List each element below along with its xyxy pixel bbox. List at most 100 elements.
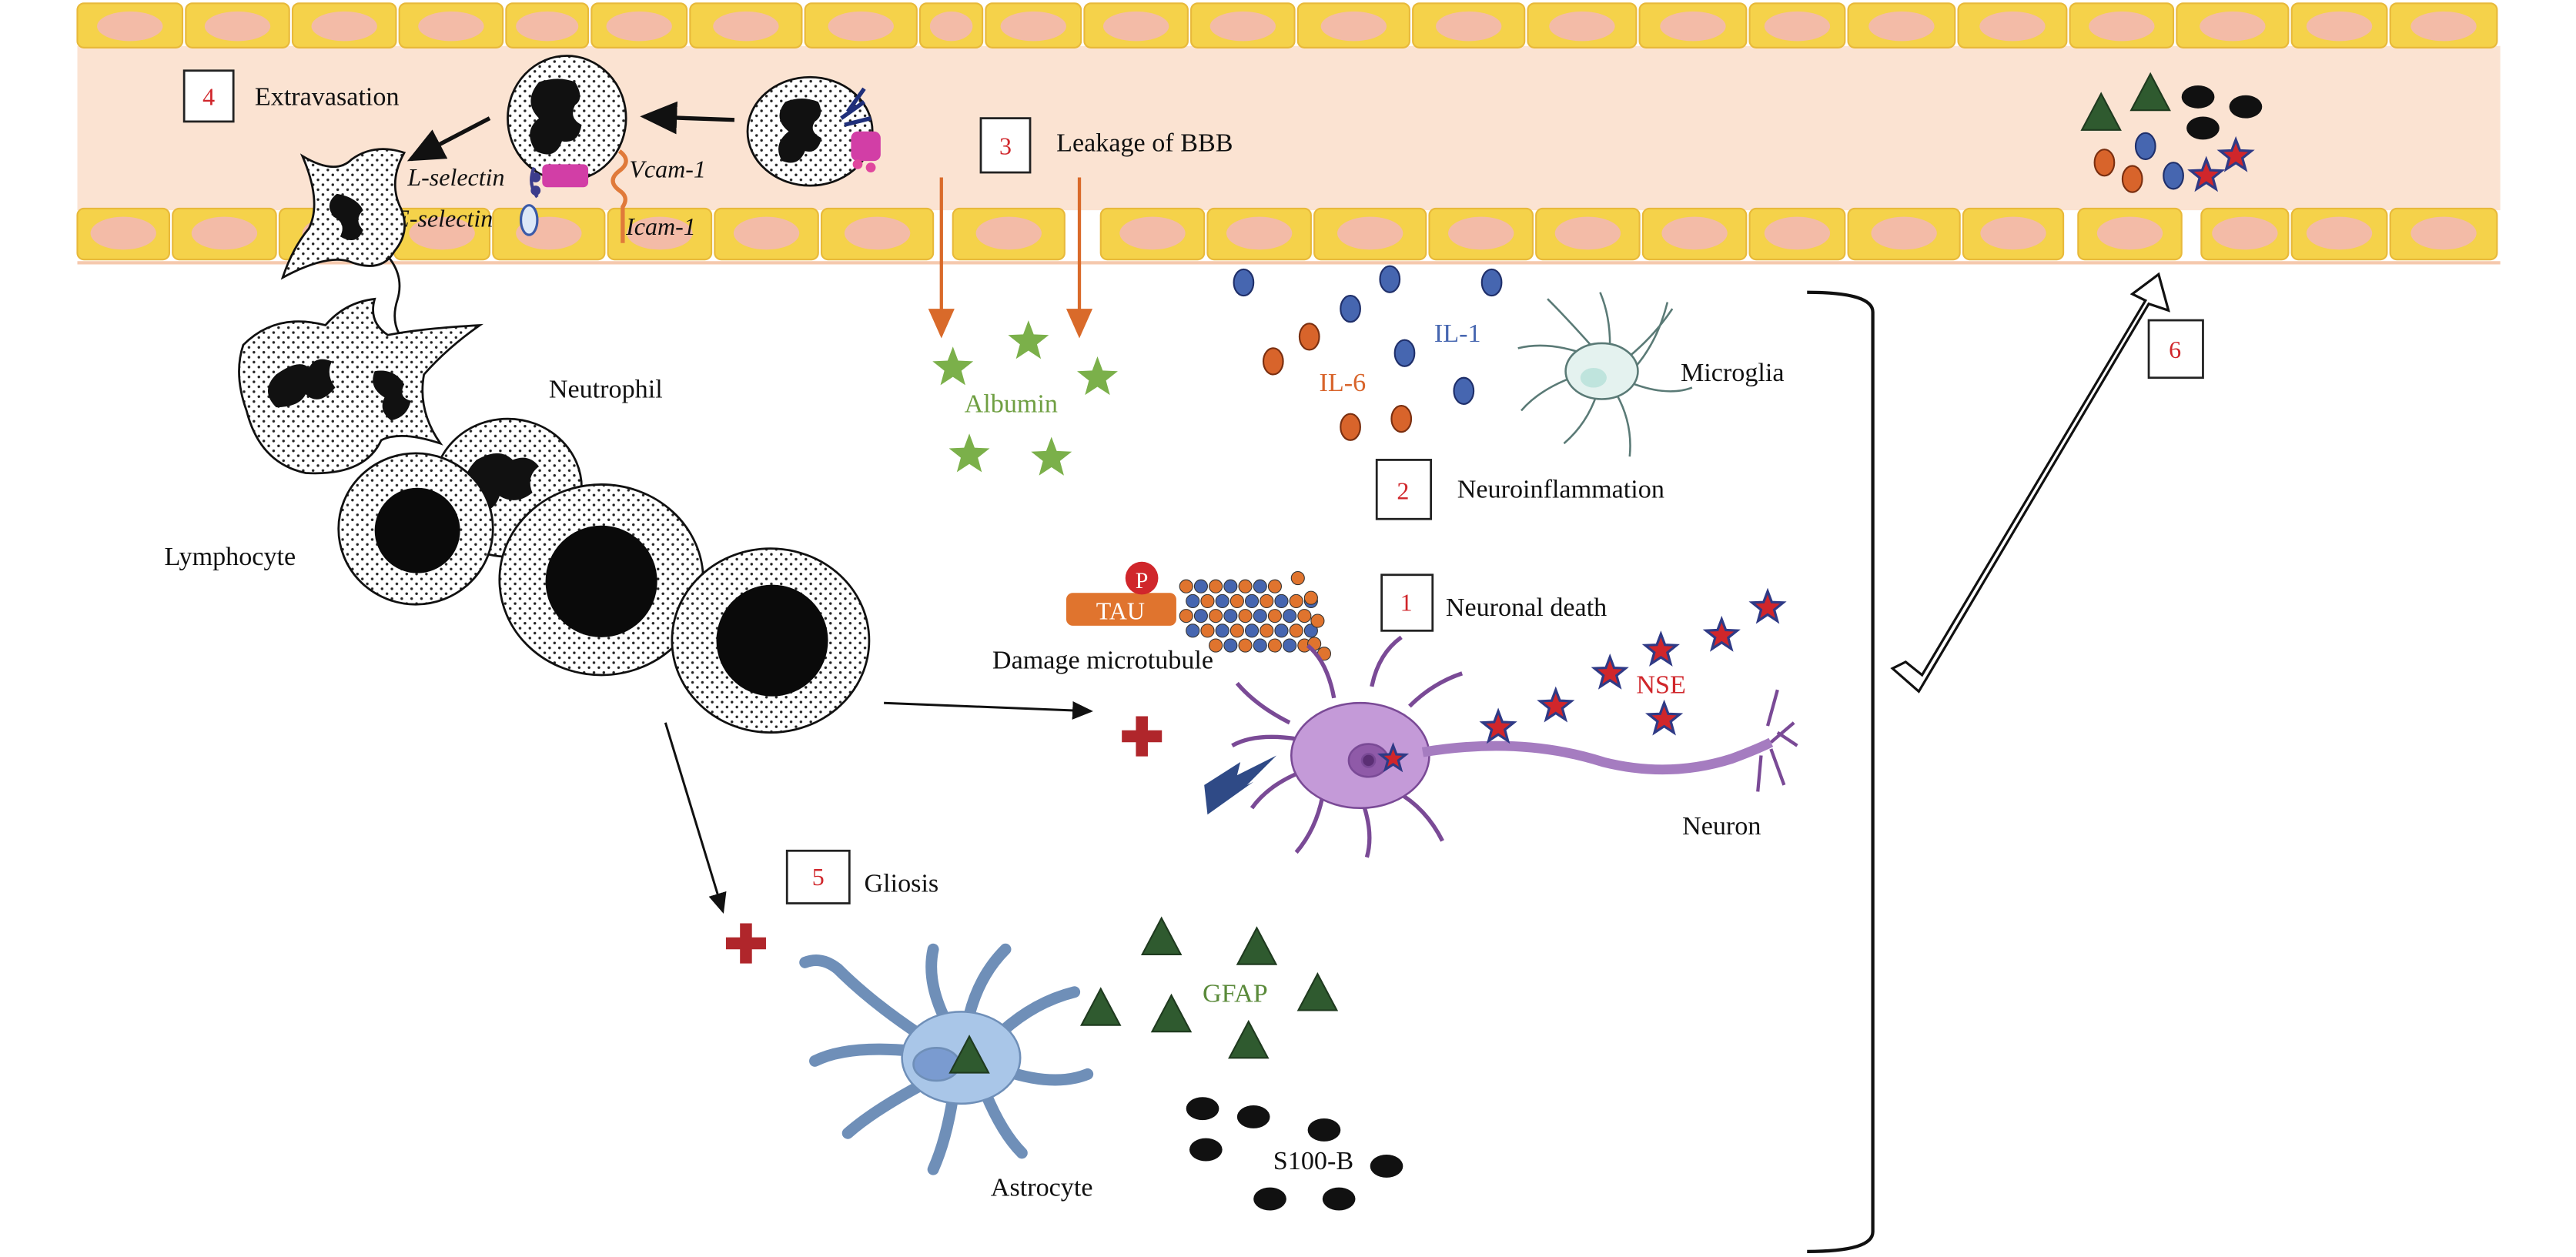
gfap-triangle (2080, 92, 2122, 131)
nse-star (1377, 742, 1410, 773)
step-6-number: 6 (2169, 336, 2181, 363)
microtubule-subunit (1209, 638, 1223, 653)
s100b-dot (2229, 95, 2263, 119)
s100b-dot (1189, 1138, 1223, 1162)
microtubule-subunit (1253, 638, 1267, 653)
il1-dot (1393, 339, 1416, 367)
nse-star (1702, 615, 1741, 652)
endothelial-nucleus (1436, 11, 1502, 42)
s100b-dot (2186, 116, 2220, 140)
endothelial-nucleus (409, 216, 475, 250)
nse-stars (1377, 587, 1787, 773)
il6-dot (1262, 347, 1284, 376)
step-2: 2 Neuroinflammation (1375, 459, 1664, 520)
microtubule-subunit (1215, 623, 1229, 638)
step-5: 5 Gliosis (785, 849, 938, 904)
endothelial-nucleus (204, 11, 271, 42)
microtubule-subunit (1260, 593, 1274, 608)
s100b-dot (1186, 1097, 1219, 1121)
nse-star (1479, 707, 1517, 744)
endothelial-nucleus (627, 216, 693, 250)
step-4-label: Extravasation (255, 83, 400, 112)
endothelial-nucleus (1549, 11, 1615, 42)
endothelial-nucleus (90, 216, 156, 250)
albumin-label: Albumin (965, 390, 1058, 419)
gfap-triangle (1236, 926, 1278, 965)
plus-icon-neuron: ✚ (1120, 708, 1164, 767)
endothelial-nucleus (2200, 11, 2266, 42)
endothelial-nucleus (844, 216, 911, 250)
il1-dot (1453, 376, 1475, 405)
microtubule-subunit (1297, 609, 1312, 623)
microtubule-subunit (1223, 609, 1238, 623)
damaged-microtubule (1179, 570, 1332, 661)
astrocyte-cell (799, 943, 1094, 1175)
microtubule-subunit (1193, 579, 1208, 593)
nse-star (1537, 686, 1575, 723)
cytokines (1233, 265, 1503, 441)
neuron-label: Neuron (1682, 812, 1761, 841)
endothelial-nucleus (1000, 11, 1066, 42)
nse-star (1645, 699, 1684, 736)
il1-dot (1233, 268, 1255, 297)
step-1: 1 Neuronal death (1380, 573, 1607, 632)
lightning-icon (1204, 755, 1277, 815)
microtubule-subunit (1274, 623, 1289, 638)
step-2-number: 2 (1397, 477, 1409, 505)
nse-star (1591, 653, 1629, 690)
step-5-box (785, 849, 851, 904)
microtubule-subunit (1303, 623, 1318, 638)
hook-arrow-to-blood (1890, 272, 2170, 694)
endothelial-nucleus (1102, 11, 1169, 42)
microtubule-subunit (1179, 609, 1193, 623)
endothelial-nucleus (418, 11, 484, 42)
microtubule-subunit (1193, 609, 1208, 623)
damage-label: Damage microtubule (992, 646, 1213, 674)
il1-dot (1379, 265, 1401, 293)
microtubule-subunit (1209, 609, 1223, 623)
microglia-label: Microglia (1681, 359, 1785, 387)
endothelial-nucleus (1119, 216, 1186, 250)
step-6-box (2147, 319, 2204, 379)
endothelial-nucleus (1764, 216, 1831, 250)
gfap-label: GFAP (1203, 980, 1268, 1008)
microtubule-subunit (1238, 609, 1253, 623)
endothelial-nucleus (2096, 216, 2163, 250)
microtubule-subunit (1200, 623, 1215, 638)
microtubule-subunit (1179, 579, 1193, 593)
gfap-triangle (948, 1035, 990, 1074)
nse-star (1748, 587, 1787, 624)
gfap-triangle (1296, 971, 1339, 1011)
microtubule-subunit (1238, 579, 1253, 593)
endothelial-nucleus (2212, 216, 2278, 250)
endothelial-nucleus (2410, 216, 2477, 250)
step-1-box (1380, 573, 1434, 632)
gfap-triangle (1150, 993, 1193, 1033)
step-4-number: 4 (202, 83, 215, 111)
lymphocyte-label: Lymphocyte (165, 543, 296, 571)
endothelial-nucleus (1660, 11, 1726, 42)
endothelial-nucleus (1337, 216, 1403, 250)
microtubule-subunit (1267, 579, 1282, 593)
gfap-triangle (1080, 987, 1122, 1026)
step-6: 6 (2147, 319, 2204, 379)
il1-dot (2163, 162, 2184, 190)
vcam-label: Vcam-1 (629, 155, 706, 182)
step-1-label: Neuronal death (1446, 593, 1607, 622)
s100b-dot (1236, 1105, 1270, 1128)
endothelial-nucleus (516, 11, 579, 42)
s100b-dot (1322, 1187, 1356, 1211)
neutrophil-label: Neutrophil (549, 375, 663, 403)
microtubule-subunit (1229, 593, 1244, 608)
endothelial-nucleus (2410, 11, 2477, 42)
microtubule-subunit (1209, 579, 1223, 593)
s100b-dot (1253, 1187, 1286, 1211)
endothelial-nucleus (1209, 11, 1276, 42)
step-4-box (182, 69, 235, 123)
s100b-dot (2181, 85, 2215, 109)
endothelial-nucleus (713, 11, 779, 42)
s100b-dots (1186, 1097, 1403, 1211)
endothelial-nucleus (311, 11, 377, 42)
